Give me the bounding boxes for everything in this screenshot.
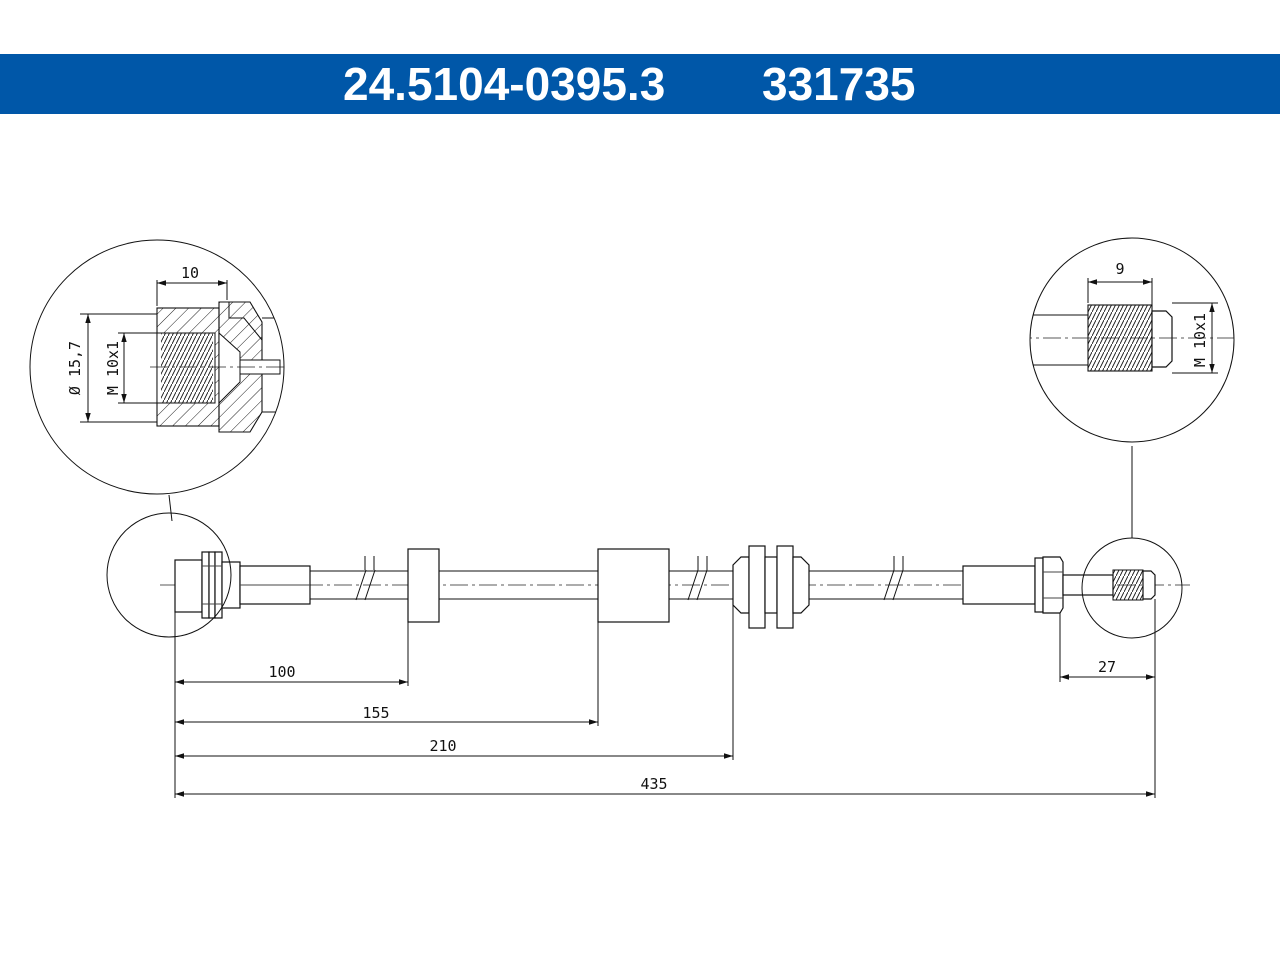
dim-27: 27 [1098, 658, 1116, 676]
left-diameter-dim: Ø 15,7 [66, 341, 84, 395]
break-mark [687, 556, 708, 601]
hose-sleeve-1 [407, 548, 440, 623]
part-number: 24.5104-0395.3 [343, 58, 666, 110]
hose-grommet [732, 545, 810, 629]
title-bar: 24.5104-0395.3 331735 [0, 54, 1280, 114]
hose-assembly [106, 446, 1190, 639]
reference-number: 331735 [762, 58, 916, 110]
dim-100: 100 [268, 663, 295, 681]
left-detail-view: 10 Ø 15,7 M 10x1 [29, 239, 285, 495]
right-detail-view: 9 M 10x1 [1029, 237, 1235, 443]
hose-bracket-sleeve [597, 548, 670, 623]
break-mark [355, 556, 376, 601]
right-end-fitting [962, 556, 1156, 614]
left-banjo-fitting [174, 551, 311, 619]
left-thread-dim: M 10x1 [104, 341, 122, 395]
dim-155: 155 [362, 704, 389, 722]
right-length-dim: 9 [1115, 260, 1124, 278]
right-thread-dim: M 10x1 [1191, 313, 1209, 367]
dim-210: 210 [429, 737, 456, 755]
detail-marker-left [106, 512, 232, 638]
dim-435: 435 [640, 775, 667, 793]
left-length-dim: 10 [181, 264, 199, 282]
break-mark [883, 556, 904, 601]
dimension-lines: 100 155 210 435 27 [174, 599, 1156, 798]
